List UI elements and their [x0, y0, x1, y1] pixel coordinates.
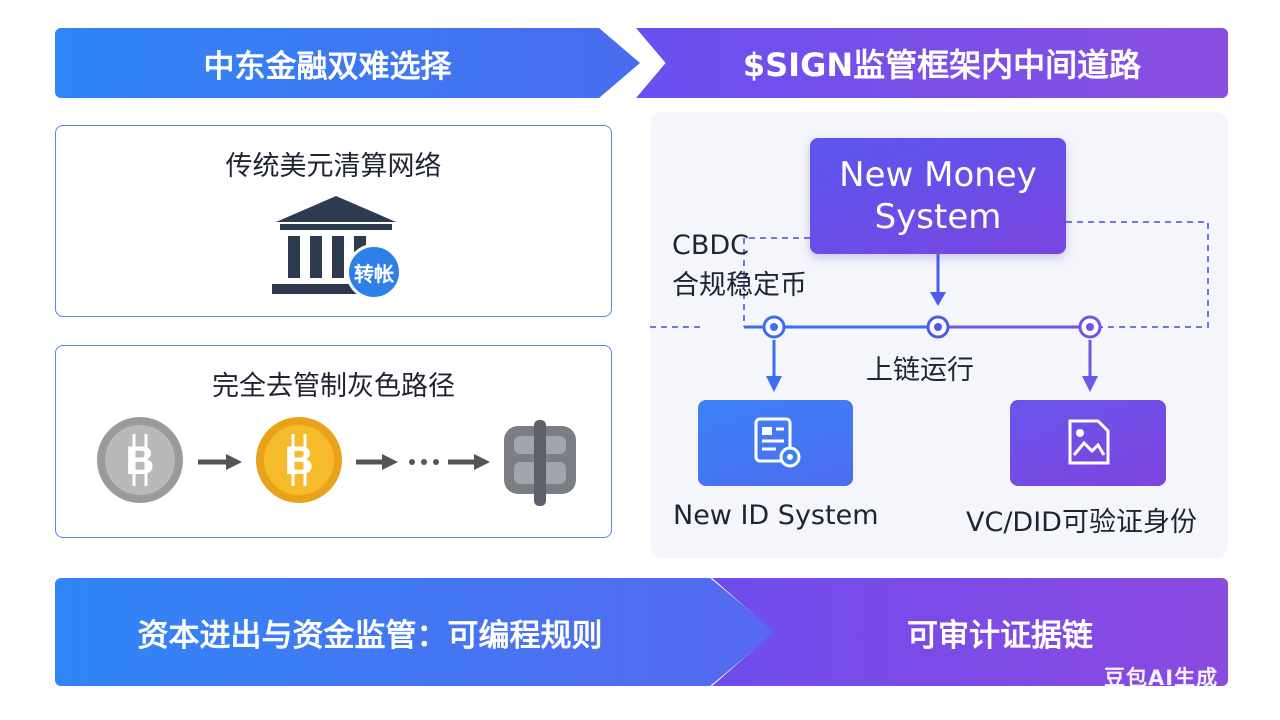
credential-image-icon	[1068, 419, 1110, 465]
watermark-label: 豆包AI生成	[1104, 666, 1219, 690]
gray-path-flow: B B	[97, 417, 576, 506]
header-left-banner: 中东金融双难选择	[55, 28, 640, 98]
cbdc-label: CBDC 合规稳定币	[672, 226, 807, 306]
new-id-system-label: New ID System	[673, 500, 879, 531]
svg-text:B: B	[285, 439, 314, 483]
cbdc-label-line2: 合规稳定币	[672, 270, 807, 301]
arrow-right-icon	[356, 454, 398, 470]
money-system-line2: System	[874, 197, 1002, 237]
svg-text:B: B	[126, 439, 155, 483]
gray-bitcoin-icon: B	[97, 417, 183, 503]
arrow-right-icon	[448, 454, 490, 470]
id-document-icon	[754, 417, 800, 468]
header-right-title: $SIGN监管框架内中间道路	[742, 46, 1142, 84]
transfer-badge-icon: 转帐	[346, 244, 402, 300]
header-right-banner: $SIGN监管框架内中间道路	[636, 28, 1228, 98]
new-id-system-box	[698, 400, 853, 486]
obscured-node-icon	[504, 420, 576, 506]
transfer-badge-text: 转帐	[354, 261, 394, 286]
gray-path-card: 完全去管制灰色路径 B B	[55, 345, 612, 538]
arrow-right-icon	[198, 454, 242, 470]
ellipsis-icon	[409, 459, 439, 465]
footer-left-banner: 资本进出与资金监管：可编程规则	[55, 578, 775, 686]
footer-right-text: 可审计证据链	[907, 617, 1093, 654]
bank-icon	[272, 196, 396, 294]
header-left-title: 中东金融双难选择	[203, 48, 452, 85]
vc-did-label: VC/DID可验证身份	[966, 507, 1197, 538]
money-system-line1: New Money	[839, 155, 1037, 195]
footer-right-banner: 可审计证据链	[712, 578, 1228, 686]
new-money-system-box: New Money System	[810, 138, 1066, 254]
chain-run-label: 上链运行	[866, 355, 974, 386]
footer-left-text: 资本进出与资金监管：可编程规则	[137, 617, 603, 654]
vc-did-box	[1010, 400, 1166, 486]
gray-path-title: 完全去管制灰色路径	[212, 371, 455, 402]
cbdc-label-line1: CBDC	[672, 230, 750, 261]
gold-bitcoin-icon: B	[256, 417, 342, 503]
traditional-network-title: 传统美元清算网络	[225, 151, 442, 182]
traditional-network-card: 传统美元清算网络 转帐	[55, 125, 612, 317]
